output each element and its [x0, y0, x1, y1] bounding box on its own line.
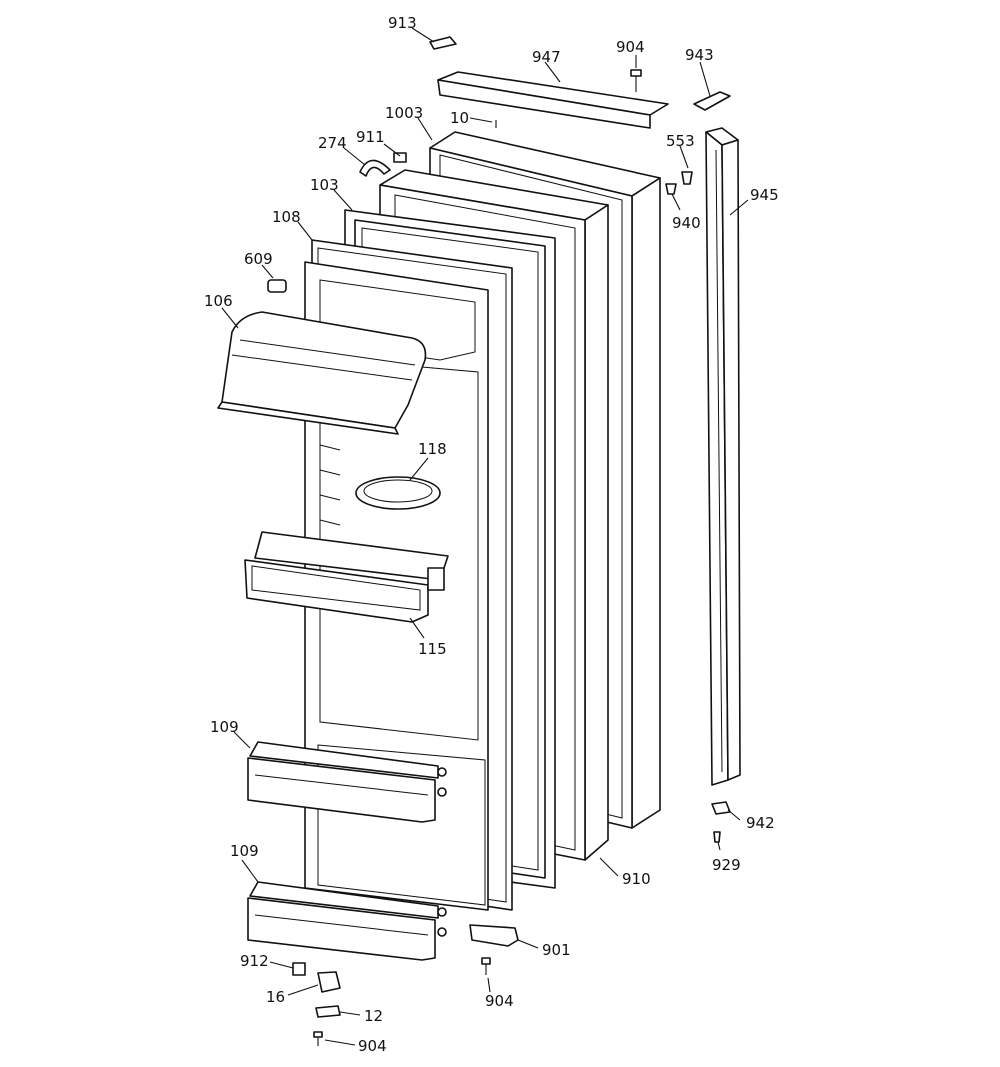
callout-115: 115: [418, 640, 447, 658]
top-cap: [437, 71, 669, 129]
small-parts: [267, 36, 731, 1046]
callout-12: 12: [364, 1007, 383, 1025]
callout-943: 943: [685, 46, 714, 64]
callout-103: 103: [310, 176, 339, 194]
callout-109-upper: 109: [210, 718, 239, 736]
callout-274: 274: [318, 134, 347, 152]
leader-lines: [221, 27, 749, 1046]
callout-109-lower: 109: [230, 842, 259, 860]
callout-904-middle: 904: [485, 992, 514, 1010]
callout-10: 10: [450, 109, 469, 127]
callout-940: 940: [672, 214, 701, 232]
door-shelf-lower: [247, 881, 447, 961]
callout-16: 16: [266, 988, 285, 1006]
oval-part: [355, 476, 441, 510]
dairy-door: [217, 311, 427, 435]
door-shelf-upper: [247, 741, 447, 823]
callout-106: 106: [204, 292, 233, 310]
callout-553: 553: [666, 132, 695, 150]
callout-609: 609: [244, 250, 273, 268]
door-bin-115: [244, 531, 449, 623]
callout-913: 913: [388, 14, 417, 32]
callout-108: 108: [272, 208, 301, 226]
callout-1003: 1003: [385, 104, 423, 122]
callout-904-bottom: 904: [358, 1037, 387, 1055]
callout-118: 118: [418, 440, 447, 458]
callout-labels: 913 947 904 943 1003 10 553 274 911 945 …: [204, 14, 779, 1055]
callout-912: 912: [240, 952, 269, 970]
callout-945: 945: [750, 186, 779, 204]
callout-942: 942: [746, 814, 775, 832]
callout-947: 947: [532, 48, 561, 66]
callout-911: 911: [356, 128, 385, 146]
door-handle: [705, 127, 741, 786]
callout-904-top: 904: [616, 38, 645, 56]
callout-929: 929: [712, 856, 741, 874]
callout-901: 901: [542, 941, 571, 959]
callout-910: 910: [622, 870, 651, 888]
